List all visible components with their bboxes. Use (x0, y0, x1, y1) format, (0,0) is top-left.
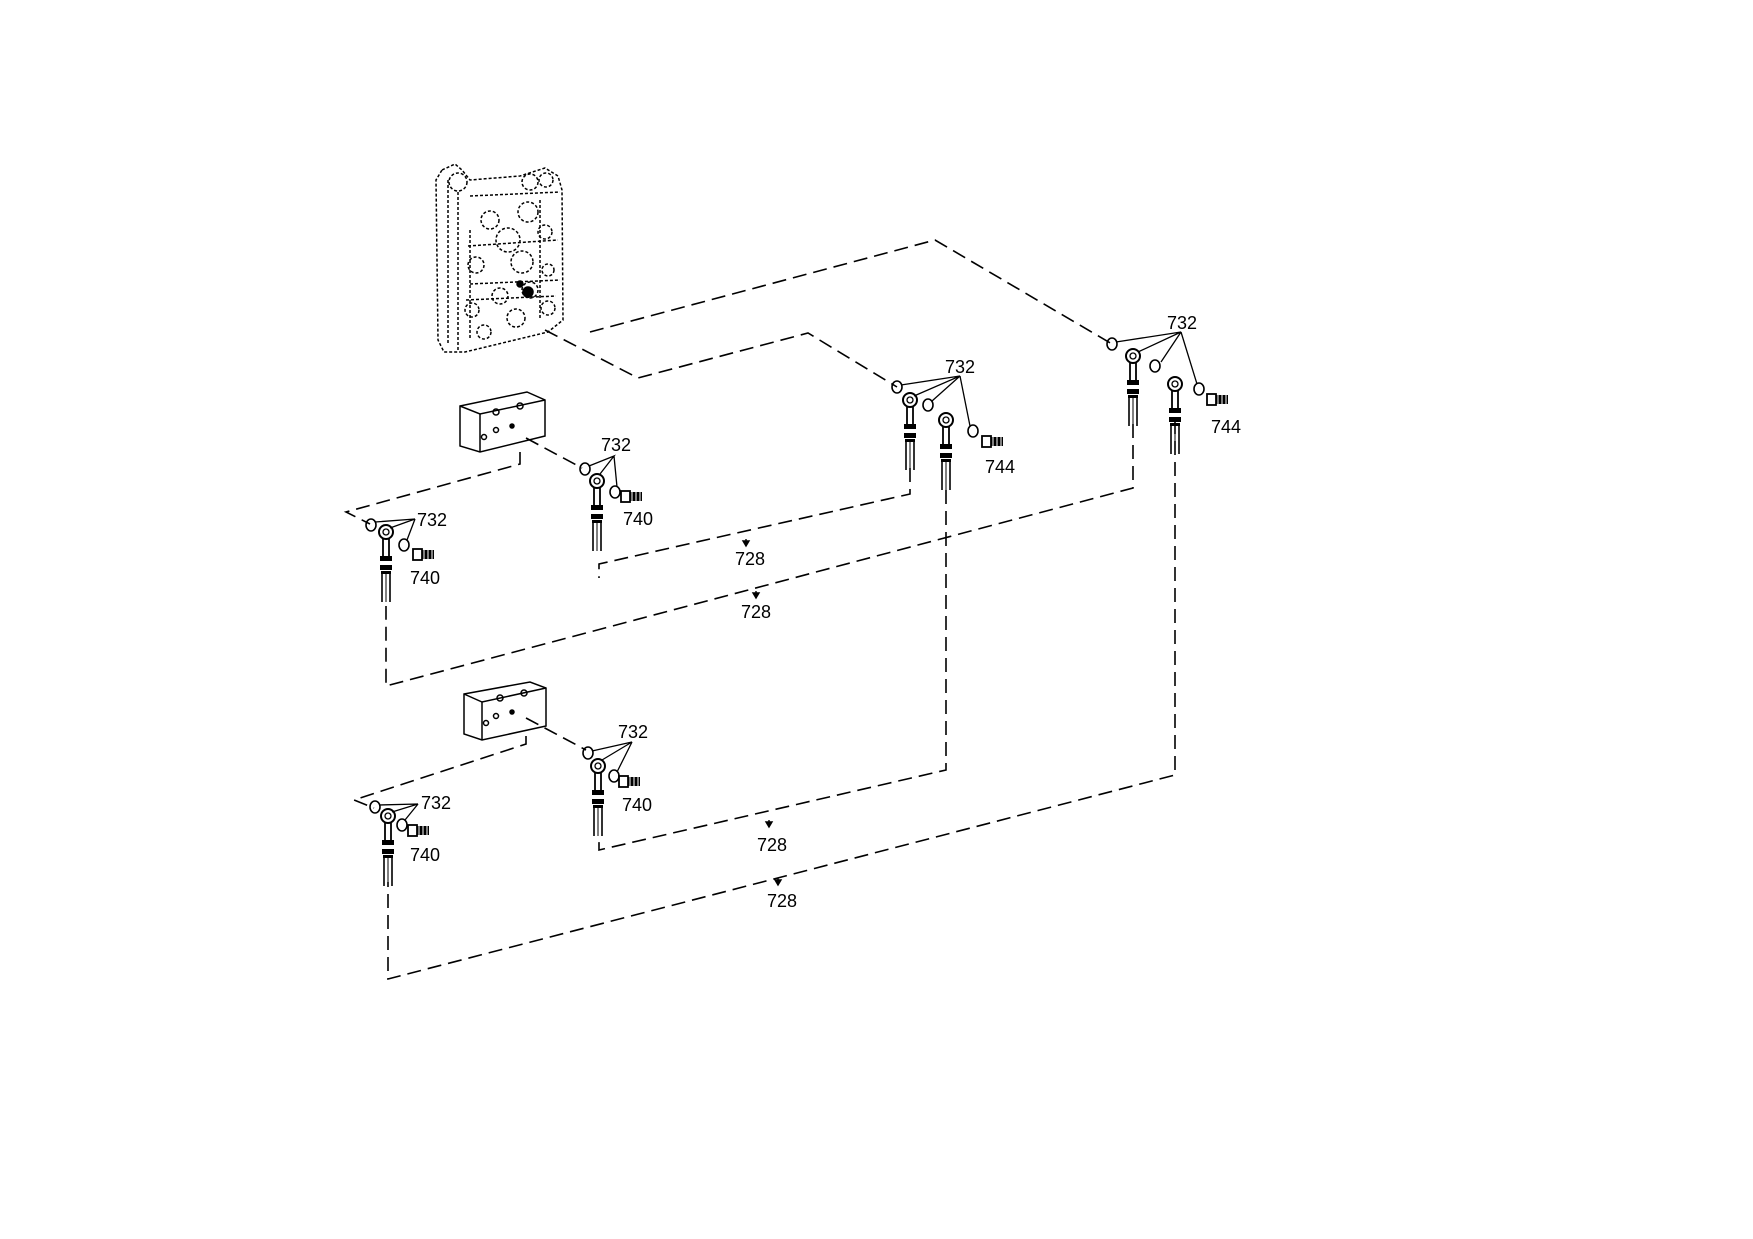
distribution-block-lower (463, 681, 547, 741)
part-label-740: 740 (410, 845, 440, 865)
part-label-732: 732 (601, 435, 631, 455)
part-label-740: 740 (623, 509, 653, 529)
part-label-740: 740 (410, 568, 440, 588)
part-label-744: 744 (985, 457, 1015, 477)
banjo-bolts (407, 393, 1229, 837)
part-label-732: 732 (618, 722, 648, 742)
part-label-728: 728 (741, 602, 771, 622)
leader-lines (374, 331, 1198, 821)
hose-markers (741, 539, 783, 887)
part-label-732: 732 (417, 510, 447, 530)
part-label-728: 728 (735, 549, 765, 569)
hose-lines (343, 239, 1176, 981)
part-label-732: 732 (421, 793, 451, 813)
part-label-728: 728 (767, 891, 797, 911)
banjo-fittings (378, 348, 1183, 887)
distribution-block-upper (459, 391, 546, 453)
part-label-744: 744 (1211, 417, 1241, 437)
part-label-732: 732 (945, 357, 975, 377)
part-label-728: 728 (757, 835, 787, 855)
part-label-732: 732 (1167, 313, 1197, 333)
part-label-740: 740 (622, 795, 652, 815)
valve-housing (435, 163, 564, 353)
part-number-labels: 732 744 732 744 732 740 732 740 728 728 … (410, 313, 1241, 911)
